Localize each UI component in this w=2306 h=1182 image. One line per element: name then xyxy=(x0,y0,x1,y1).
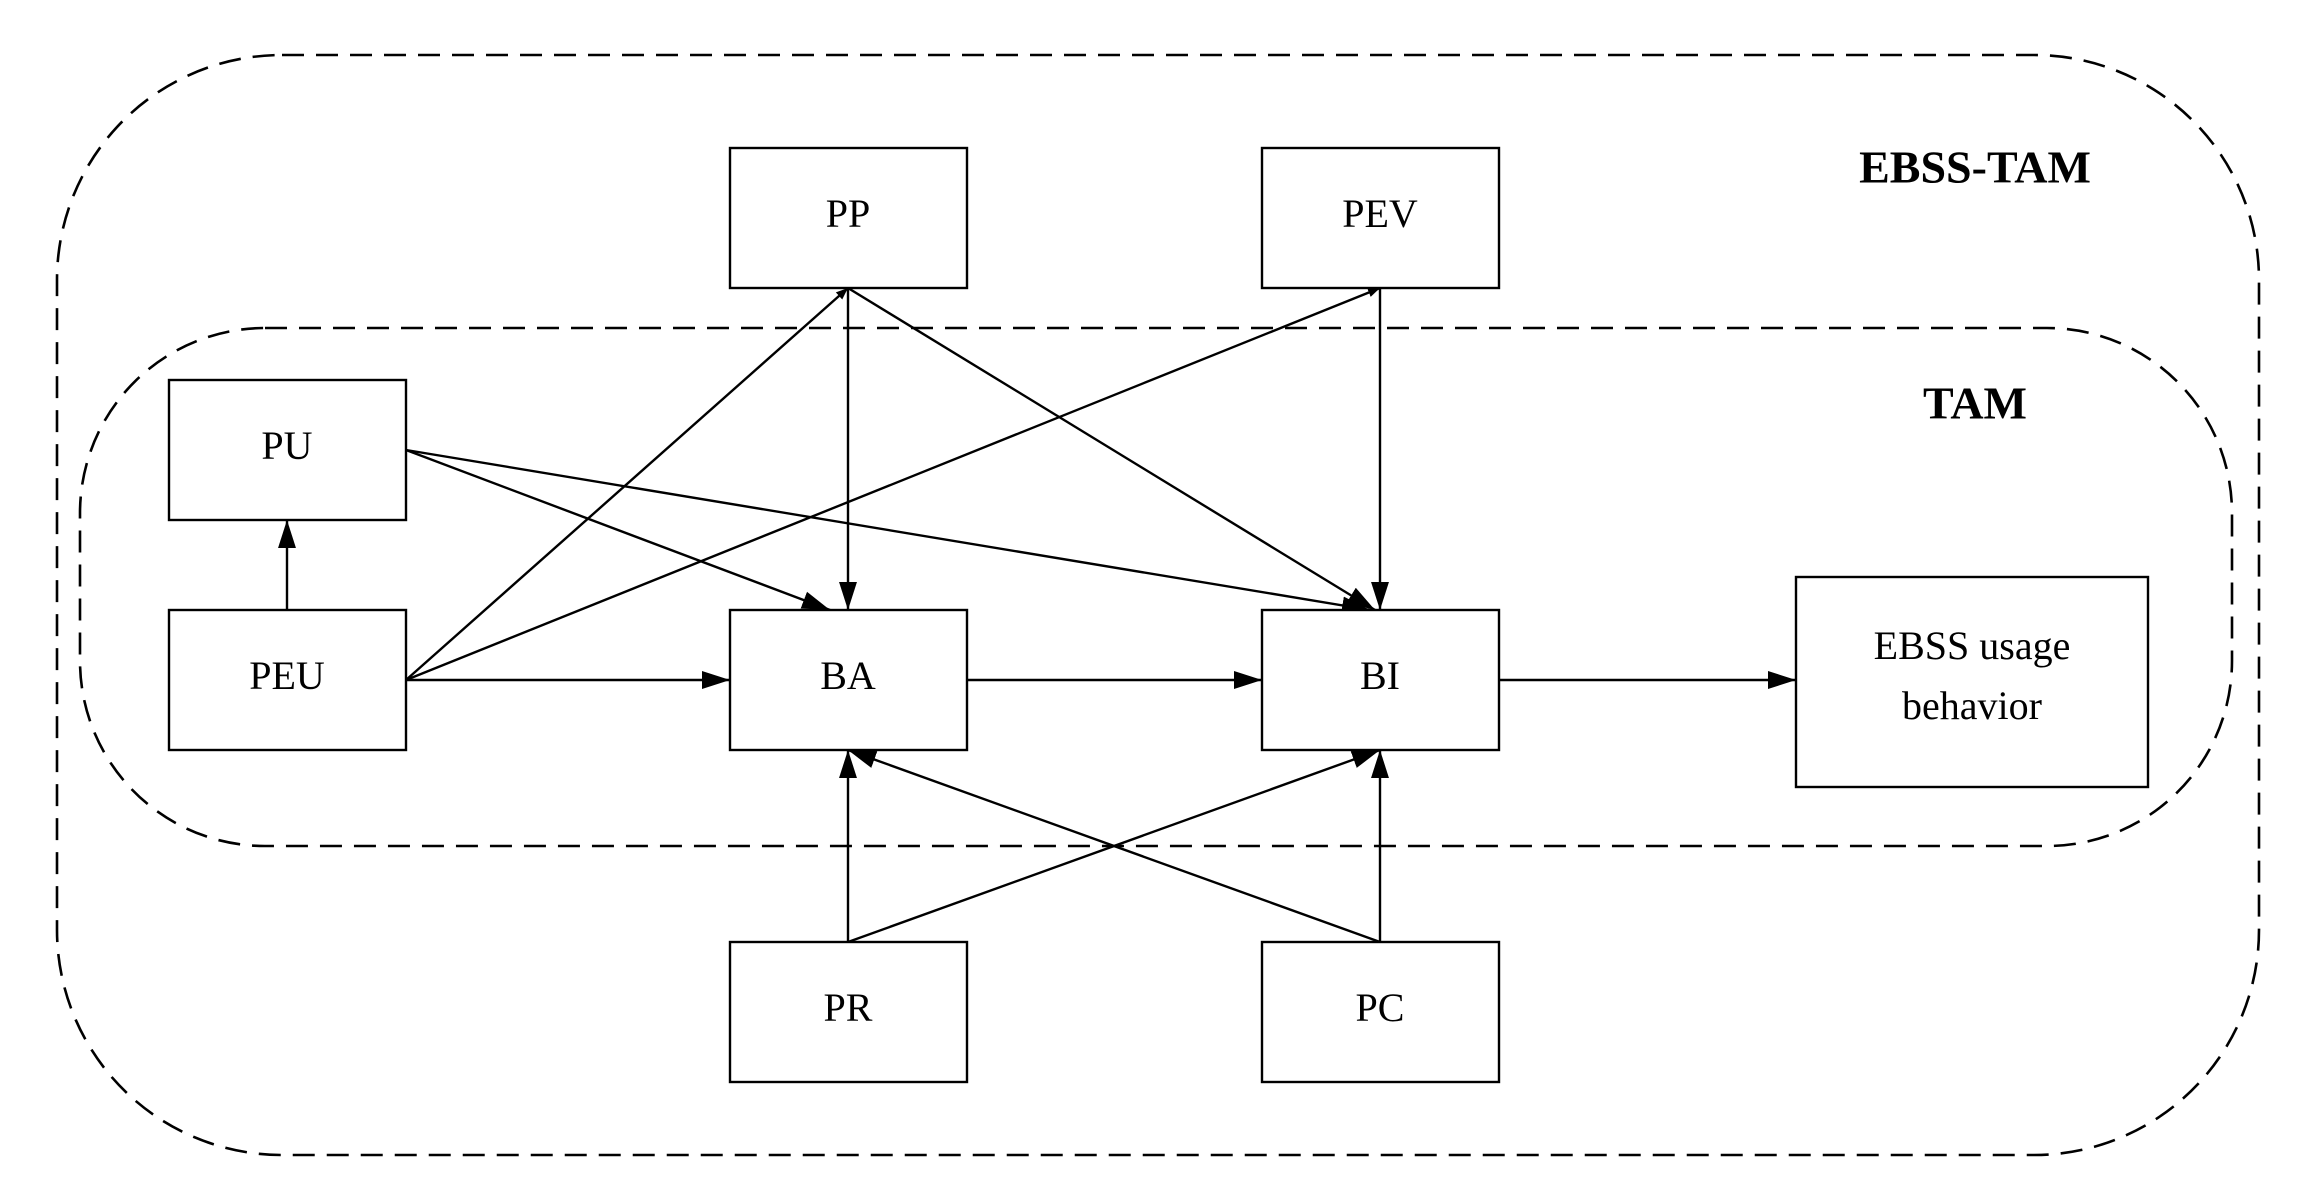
node-bi: BI xyxy=(1260,608,1501,752)
node-pp-label: PP xyxy=(826,191,871,236)
edge-peu-to-pev xyxy=(405,286,1381,682)
edges xyxy=(278,286,1796,944)
node-ba-label: BA xyxy=(820,653,876,698)
tam-boundary xyxy=(78,326,2234,848)
edge-pp-to-bi xyxy=(847,286,1376,612)
node-pc: PC xyxy=(1260,940,1501,1084)
node-peu: PEU xyxy=(167,608,408,752)
ebss-tam-boundary xyxy=(55,53,2261,1157)
edge-pu-to-bi xyxy=(405,448,1371,615)
edge-peu-to-pp xyxy=(405,287,849,681)
node-pev-label: PEV xyxy=(1342,191,1418,236)
ebss-tam-title: EBSS-TAM xyxy=(1859,142,2091,193)
node-ebss-label-line1: EBSS usage xyxy=(1874,623,2071,668)
node-pu: PU xyxy=(167,378,408,522)
edge-pu-to-ba xyxy=(405,448,831,612)
node-pr: PR xyxy=(728,940,969,1084)
node-pu-label: PU xyxy=(261,423,312,468)
node-ebss-label-line2: behavior xyxy=(1902,683,2042,728)
node-pc-label: PC xyxy=(1356,985,1405,1030)
node-pr-label: PR xyxy=(824,985,873,1030)
node-bi-label: BI xyxy=(1360,653,1400,698)
node-peu-label: PEU xyxy=(249,653,325,698)
node-ba: BA xyxy=(728,608,969,752)
tam-title: TAM xyxy=(1923,378,2027,429)
edge-pc-to-ba xyxy=(847,748,1381,944)
node-pev: PEV xyxy=(1260,146,1501,290)
node-pp: PP xyxy=(728,146,969,290)
node-ebss-usage-behavior: EBSS usage behavior xyxy=(1794,575,2150,789)
